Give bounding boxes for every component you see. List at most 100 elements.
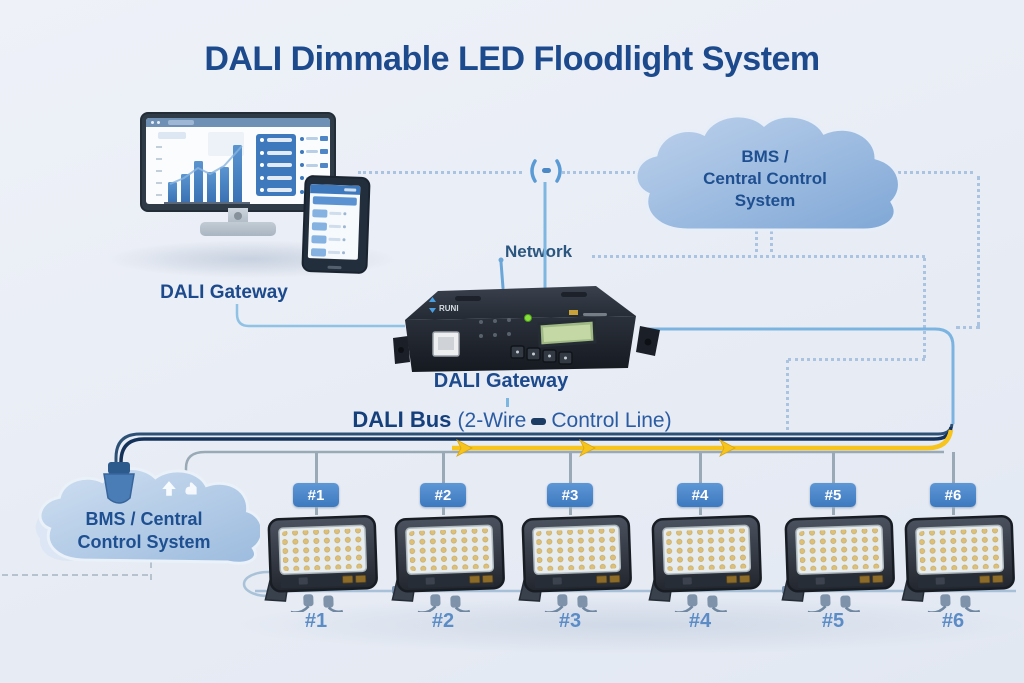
cloud-bottom-line2: Control System (77, 532, 211, 552)
floodlight: #4 #4 (634, 452, 766, 662)
badge-drop-line (699, 507, 702, 515)
cloud-bottom-label: BMS / Central Control System (38, 508, 250, 554)
dashboard-bar (233, 145, 242, 202)
label-chip (569, 310, 578, 315)
phone-header (310, 184, 361, 195)
control-line-yellow (452, 429, 954, 451)
floodlight-badge-label: #4 (691, 486, 709, 504)
label-connector-tick (506, 398, 509, 407)
floodlight-image (391, 515, 505, 612)
cloud-top-label: BMS / Central Control System (640, 146, 890, 212)
bus-drop-line (315, 452, 318, 483)
floodlight-badge-label: #1 (307, 486, 325, 504)
phone-banner (312, 196, 357, 206)
badge-drop-line (315, 507, 318, 515)
upload-arrow-icon (162, 481, 176, 496)
dotted-line-network-right (592, 255, 925, 258)
plug-icon (103, 462, 135, 504)
bus-drop-line (442, 452, 445, 483)
floodlight-badge: #2 (420, 483, 466, 507)
cloud-top-line1: BMS / (741, 147, 789, 166)
dashboard-bar (220, 167, 229, 202)
badge-drop-line (442, 507, 445, 515)
badge-drop-line (952, 507, 955, 515)
cloud-top-line3: System (734, 191, 796, 210)
floodlight-badge: #5 (810, 483, 856, 507)
floodlight-row-shadow (235, 596, 1024, 654)
dashboard-bar (168, 181, 177, 202)
chart-axis (164, 202, 250, 204)
gateway-bus-link (640, 327, 955, 424)
dotted-line-wifi-to-cloud (562, 171, 636, 174)
dotted-stub-cloud-1 (755, 224, 758, 252)
floodlight-badge-label: #3 (561, 486, 579, 504)
dotted-stub-cloud-2 (770, 224, 773, 252)
bus-label-open: (2-Wire (457, 409, 527, 432)
dotted-line-to-bus (786, 360, 789, 430)
floodlight-image (264, 515, 378, 612)
led-indicators (479, 318, 511, 338)
dali-gateway-device: RUNI (393, 257, 660, 372)
brand-mark: RUNI (429, 297, 459, 313)
antenna-icon (499, 260, 505, 290)
flow-arrow-2 (579, 439, 596, 457)
floodlight-caption: #1 (304, 610, 328, 632)
power-led (524, 314, 532, 322)
floodlight-image (901, 515, 1015, 612)
dotted-line-mid-horizontal (788, 358, 925, 361)
dotted-line-mid-vertical (923, 258, 926, 358)
dotted-line-phone-to-wifi (358, 171, 522, 174)
dashboard-bars (168, 142, 248, 202)
dashboard-chart (156, 140, 252, 204)
floodlight-caption: #3 (558, 610, 582, 632)
network-label: Network (505, 242, 573, 261)
dashed-stub-bottom-left (150, 562, 152, 580)
gateway-label: DALI Gateway (433, 370, 569, 392)
dashboard-bar (181, 174, 190, 202)
flow-arrow-3 (719, 439, 736, 457)
badge-drop-line (832, 507, 835, 515)
bus-drop-line (832, 452, 835, 483)
monitor (140, 112, 336, 244)
bus-drop-line (569, 452, 572, 483)
floodlight-image (648, 515, 762, 612)
dashed-line-bottom-left (2, 574, 148, 576)
dotted-line-right-elbow (956, 326, 980, 329)
monitor-gateway-link (235, 304, 405, 328)
cloud-bottom-shape (35, 467, 260, 565)
page-title: DALI Dimmable LED Floodlight System (204, 40, 820, 78)
dashboard-bar (194, 161, 203, 202)
monitor-gateway-label: DALI Gateway (160, 282, 288, 303)
floodlight: #3 #3 (504, 452, 636, 662)
floodlight-image (781, 515, 895, 612)
monitor-stand-base (200, 222, 276, 236)
chart-legend-chip (158, 132, 186, 139)
wire-icon (531, 417, 547, 425)
gray-signal-line (184, 450, 944, 484)
bus-drop-line (699, 452, 702, 483)
dashboard-bar (207, 172, 216, 202)
phone-home-bar (327, 265, 342, 270)
monitor-screen (146, 118, 330, 204)
browser-tab (168, 120, 194, 125)
floodlight-caption: #2 (431, 610, 455, 632)
cloud-top-shape (634, 114, 901, 232)
badge-drop-line (569, 507, 572, 515)
floodlight-image (518, 515, 632, 612)
dotted-line-cloud-right (893, 171, 973, 174)
floodlight-badge: #1 (293, 483, 339, 507)
floodlight: #1 #1 (250, 452, 382, 662)
phone (301, 174, 371, 275)
floodlight-badge: #4 (677, 483, 723, 507)
device-buttons (510, 345, 573, 365)
bus-drop-line (952, 452, 955, 483)
floodlight-badge-label: #6 (944, 486, 962, 504)
cloud-bottom-line1: BMS / Central (85, 509, 203, 529)
browser-topbar (146, 118, 330, 127)
floodlight: #2 #2 (377, 452, 509, 662)
hand-icon (185, 482, 197, 495)
wireless-icon (530, 159, 562, 183)
phone-screen (307, 184, 361, 260)
